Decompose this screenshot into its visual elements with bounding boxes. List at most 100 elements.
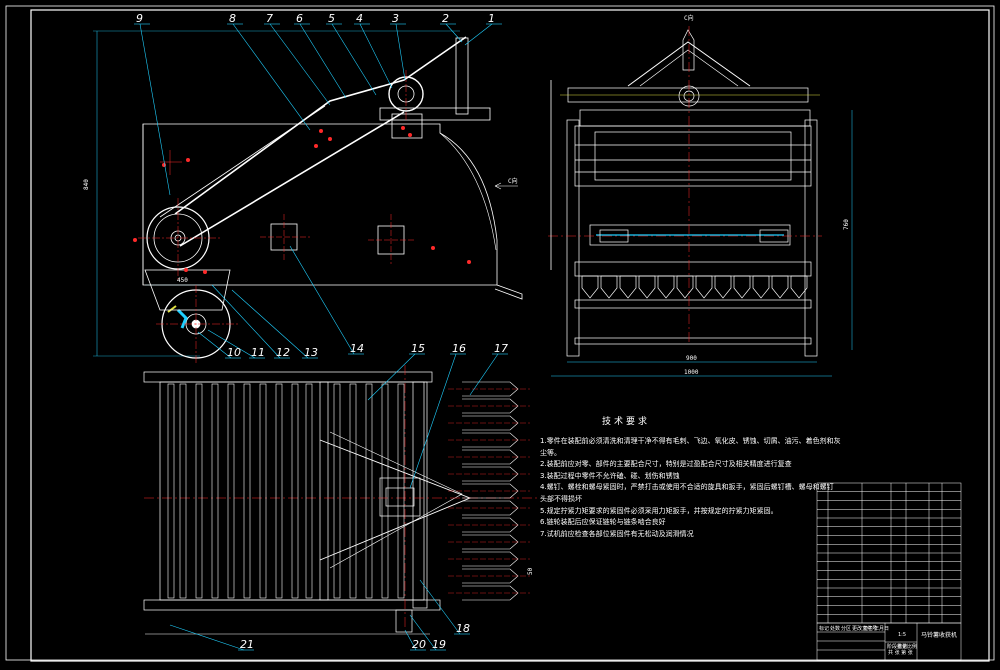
- requirement-line: 头部不得损坏: [540, 494, 582, 503]
- front-tooth: [695, 275, 713, 299]
- title-block-label: 阶段标记: [887, 643, 907, 650]
- callout-leader: [404, 629, 417, 651]
- callout-number: 14: [350, 342, 364, 355]
- callout-number: 8: [229, 12, 236, 25]
- callout-number: 6: [296, 12, 303, 25]
- title-block-sheet: 共 张 第 张: [888, 649, 913, 656]
- callout-leader: [359, 23, 393, 89]
- sieve-bar: [275, 383, 283, 599]
- callout-leader: [419, 579, 461, 635]
- top-view-sieve-bars: [167, 383, 405, 599]
- front-tooth: [657, 275, 675, 299]
- requirement-line: 4.螺钉、螺栓和螺母紧固时，严禁打击或使用不合适的旋具和扳手，紧固后螺钉槽、螺母…: [540, 483, 834, 492]
- sieve-bar: [195, 383, 203, 599]
- front-tooth: [600, 275, 618, 299]
- title-block-label: 签名: [863, 625, 873, 632]
- callout-leader: [232, 23, 311, 131]
- callout-leader: [289, 245, 355, 355]
- front-dim-top-label: C向: [684, 14, 694, 22]
- title-block-label: 分区: [841, 625, 851, 632]
- callout-number: 12: [276, 346, 290, 359]
- sieve-bar: [211, 383, 219, 599]
- technical-requirements-title: 技术要求: [602, 417, 651, 427]
- front-tooth: [752, 275, 770, 299]
- sieve-bar: [305, 383, 313, 599]
- sieve-bar: [167, 383, 175, 599]
- requirement-line: 尘等。: [540, 448, 561, 457]
- front-tooth: [581, 275, 599, 299]
- callout-leader: [207, 329, 256, 359]
- title-block-label: 比例: [907, 643, 917, 650]
- callout-number: 4: [356, 12, 363, 25]
- requirement-line: 3.装配过程中零件不允许磕、碰、划伤和锈蚀: [540, 471, 680, 480]
- front-tooth: [619, 275, 637, 299]
- requirement-line: 1.零件在装配前必须清洗和清理干净不得有毛刺、飞边、氧化皮、锈蚀、切屑、油污、着…: [540, 437, 841, 445]
- callout-number: 16: [452, 342, 466, 355]
- front-tooth: [771, 275, 789, 299]
- sieve-bar: [227, 383, 235, 599]
- front-dim-outer-width: 1000: [684, 369, 699, 376]
- callout-number: 5: [328, 12, 335, 25]
- callout-number: 11: [251, 346, 265, 359]
- sheet-outer-border: [5, 5, 995, 661]
- front-dim-inner-width: 900: [686, 355, 697, 362]
- callout-leaders: [134, 23, 508, 651]
- callout-number: 21: [240, 638, 254, 651]
- requirement-line: 5.规定拧紧力矩要求的紧固件必须采用力矩扳手，并按规定的拧紧力矩紧固。: [540, 506, 778, 515]
- sieve-bar: [349, 383, 357, 599]
- sieve-bar: [333, 383, 341, 599]
- callout-number: 20: [412, 638, 426, 651]
- front-tooth: [790, 275, 808, 299]
- front-view-digger-teeth: [581, 275, 808, 299]
- title-block: [816, 622, 962, 661]
- top-view-digger-teeth: [448, 381, 530, 601]
- requirement-line: 6.链轮装配后应保证链轮与链条啮合良好: [540, 518, 666, 527]
- side-dim-small: 450: [177, 277, 188, 284]
- requirement-line: 7.试机前应检查各部位紧固件有无松动及润滑情况: [540, 529, 694, 538]
- requirement-line: 2.装配前应对零、部件的主要配合尺寸，特别是过盈配合尺寸及相关精度进行复查: [540, 460, 792, 469]
- sieve-bar: [243, 383, 251, 599]
- callout-leader: [139, 23, 171, 196]
- top-view: [143, 365, 540, 635]
- title-block-scale: 1:5: [898, 632, 906, 638]
- title-block-label: 年月日: [874, 625, 889, 632]
- callout-leader: [469, 353, 499, 396]
- sieve-bar: [259, 383, 267, 599]
- title-block-label: 更改文件号: [852, 625, 877, 632]
- callout-leader: [197, 331, 232, 359]
- sieve-bar: [397, 383, 405, 599]
- front-tooth: [676, 275, 694, 299]
- sieve-bar: [365, 383, 373, 599]
- callout-leader: [299, 23, 347, 99]
- callout-number: 18: [456, 622, 470, 635]
- callout-number: 17: [494, 342, 508, 355]
- title-block-label: 标记: [819, 625, 829, 632]
- callout-leader: [269, 23, 331, 106]
- title-block-label: 处数: [830, 625, 840, 632]
- callout-number: 19: [432, 638, 446, 651]
- callout-leader: [331, 23, 377, 96]
- front-dim-height: 760: [843, 219, 850, 230]
- callout-number: 1: [488, 12, 495, 25]
- top-dim-small: 50: [527, 567, 534, 575]
- callout-leader: [367, 353, 416, 401]
- callout-number: 2: [442, 12, 449, 25]
- callout-leader: [231, 289, 309, 359]
- front-tooth: [714, 275, 732, 299]
- callout-leader: [211, 284, 281, 359]
- parts-list-table: [816, 482, 962, 624]
- title-block-label: 重量: [897, 643, 907, 650]
- callout-number: 3: [392, 12, 399, 25]
- side-arrow-icon: [494, 182, 518, 190]
- technical-requirements: 技术要求 1.零件在装配前必须清洗和清理干净不得有毛刺、飞边、氧化皮、锈蚀、切屑…: [540, 417, 841, 540]
- callout-leader: [169, 624, 245, 651]
- callout-leader: [409, 614, 437, 651]
- callout-number: 10: [227, 346, 241, 359]
- front-tooth: [733, 275, 751, 299]
- callout-number: 13: [304, 346, 318, 359]
- callout-number: 15: [411, 342, 425, 355]
- side-view: [93, 30, 523, 364]
